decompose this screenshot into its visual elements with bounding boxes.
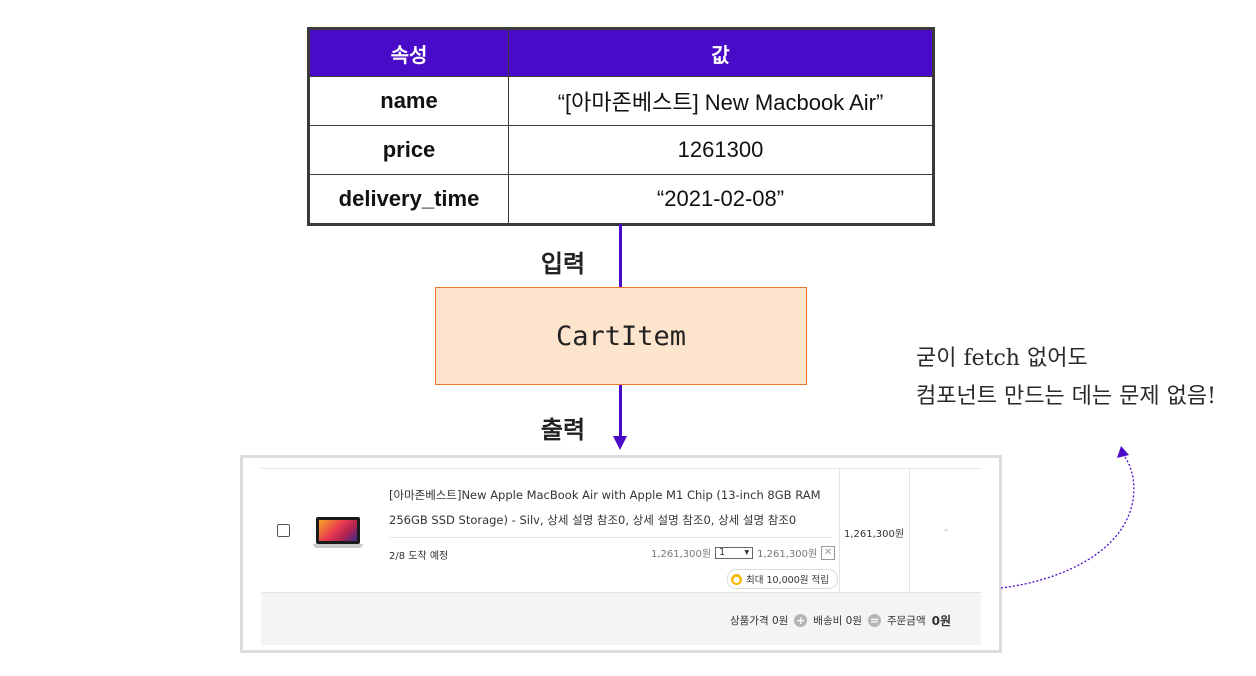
header-value: 값 <box>508 28 934 77</box>
output-label: 출력 <box>540 416 586 444</box>
row-key: price <box>308 125 509 175</box>
remove-button[interactable]: ✕ <box>821 545 836 560</box>
price-line: 1,261,300원 1 ▾ 1,261,300원 ✕ <box>651 545 836 560</box>
divider <box>389 537 833 538</box>
table-row: price 1261300 <box>308 125 934 175</box>
row-shipping: - <box>944 525 948 536</box>
row-value: 1261300 <box>508 125 934 175</box>
equals-icon: = <box>867 614 881 627</box>
cart-summary: 상품가격 0원 + 배송비 0원 = 주문금액 0원 <box>261 592 981 645</box>
header-attribute: 속성 <box>308 28 509 77</box>
divider <box>839 469 840 593</box>
points-badge: ● 최대 10,000원 적립 <box>727 569 838 589</box>
product-name[interactable]: [아마존베스트]New Apple MacBook Air with Apple… <box>389 483 839 533</box>
divider <box>909 469 910 593</box>
line-price: 1,261,300원 <box>757 549 818 560</box>
table-row: name “[아마존베스트] New Macbook Air” <box>308 76 934 126</box>
row-key: name <box>308 76 509 126</box>
quantity-value: 1 <box>719 547 726 558</box>
chevron-down-icon: ▾ <box>744 547 750 558</box>
coin-icon: ● <box>731 573 742 585</box>
arrow-down-icon <box>613 436 627 450</box>
laptop-icon <box>313 517 363 549</box>
row-price: 1,261,300원 <box>843 529 905 540</box>
quantity-select[interactable]: 1 ▾ <box>715 546 754 559</box>
row-value: “2021-02-08” <box>508 174 934 225</box>
summary-product-price: 상품가격 0원 <box>729 615 789 627</box>
product-name-line: 256GB SSD Storage) - Silv, 상세 설명 참조0, 상세… <box>389 513 797 527</box>
plus-icon: + <box>794 614 808 627</box>
annotation-note: 굳이 fetch 없어도 컴포넌트 만드는 데는 문제 없음! <box>916 340 1246 416</box>
note-line: 굳이 fetch 없어도 <box>916 346 1088 371</box>
product-name-line: [아마존베스트]New Apple MacBook Air with Apple… <box>389 488 821 502</box>
curved-arrow-icon <box>1000 446 1135 589</box>
summary-shipping: 배송비 0원 <box>813 615 862 627</box>
cart-item-preview: [아마존베스트]New Apple MacBook Air with Apple… <box>240 455 1002 653</box>
note-line: 컴포넌트 만드는 데는 문제 없음! <box>916 384 1216 409</box>
points-text: 최대 10,000원 적립 <box>746 575 829 586</box>
attribute-table: 속성 값 name “[아마존베스트] New Macbook Air” pri… <box>307 27 935 226</box>
table-row: delivery_time “2021-02-08” <box>308 174 934 225</box>
delivery-estimate: 2/8 도착 예정 <box>389 551 449 562</box>
row-key: delivery_time <box>308 174 509 225</box>
component-box: CartItem <box>435 287 807 385</box>
component-name: CartItem <box>555 320 687 352</box>
cart-row: [아마존베스트]New Apple MacBook Air with Apple… <box>261 468 981 593</box>
output-connector <box>619 385 622 437</box>
input-connector <box>619 224 622 287</box>
row-value: “[아마존베스트] New Macbook Air” <box>508 76 934 126</box>
select-checkbox[interactable] <box>277 524 290 537</box>
input-label: 입력 <box>540 250 586 278</box>
summary-order-label: 주문금액 <box>886 615 926 627</box>
unit-price: 1,261,300원 <box>651 549 712 560</box>
summary-order-total: 0원 <box>931 614 951 628</box>
